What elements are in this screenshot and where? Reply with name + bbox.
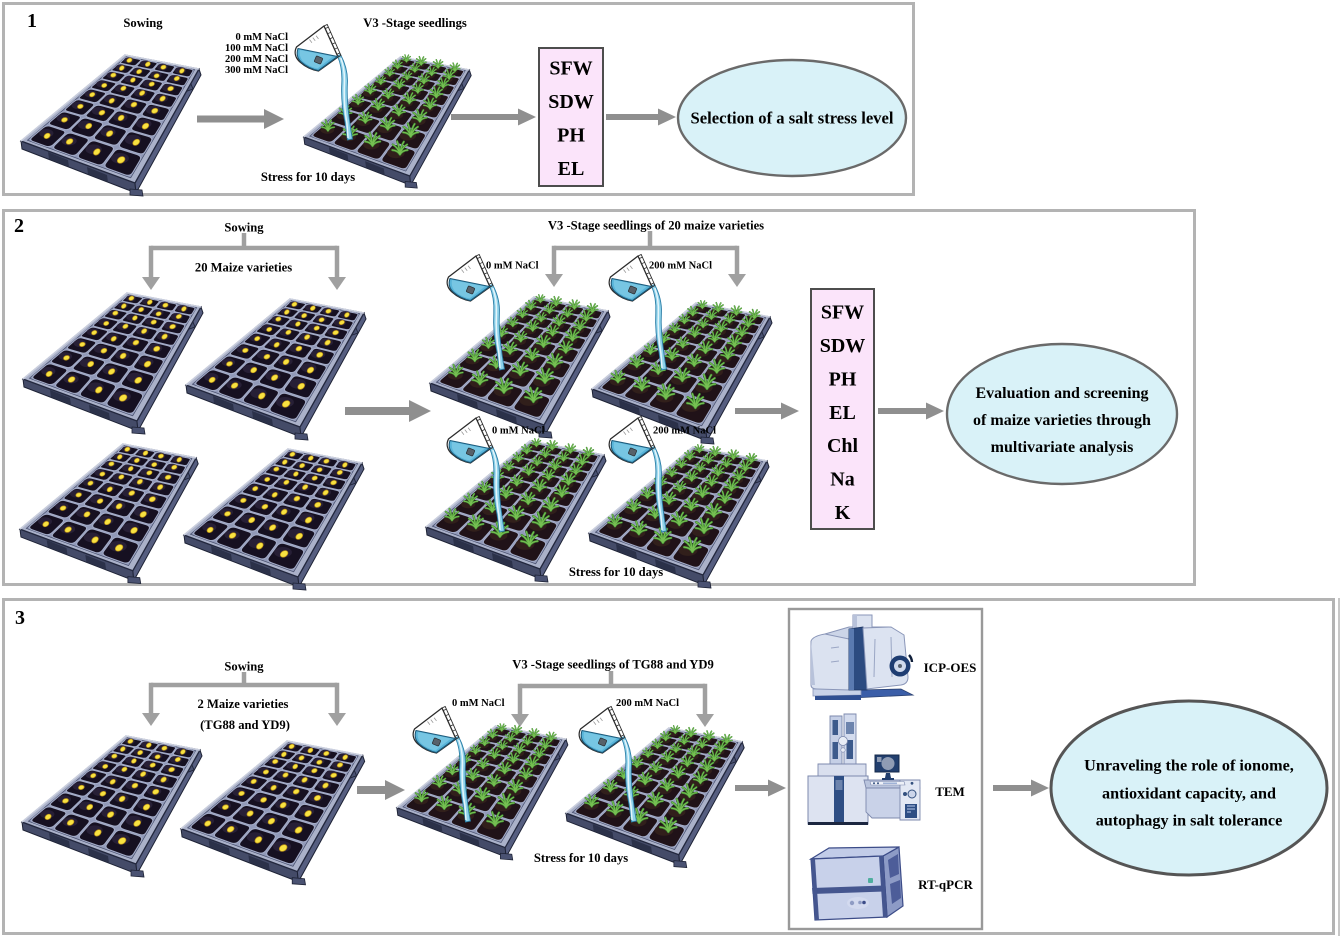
svg-text:V3 -Stage seedlings of 20 maiz: V3 -Stage seedlings of 20 maize varietie… [548, 219, 764, 233]
svg-text:antioxidant capacity, and: antioxidant capacity, and [1102, 785, 1276, 803]
svg-text:1: 1 [27, 10, 37, 32]
svg-text:V3 -Stage seedlings: V3 -Stage seedlings [363, 16, 467, 30]
svg-text:Selection of a salt stress lev: Selection of a salt stress level [691, 109, 894, 128]
svg-text:multivariate analysis: multivariate analysis [991, 439, 1134, 456]
svg-text:100 mM NaCl: 100 mM NaCl [225, 43, 288, 54]
svg-text:Unraveling the role of ionome,: Unraveling the role of ionome, [1084, 757, 1294, 775]
svg-text:0 mM NaCl: 0 mM NaCl [492, 426, 545, 437]
svg-text:3: 3 [15, 607, 25, 629]
svg-text:0 mM NaCl: 0 mM NaCl [236, 32, 289, 43]
svg-text:TEM: TEM [935, 784, 965, 799]
svg-text:200 mM NaCl: 200 mM NaCl [225, 54, 288, 65]
svg-text:Stress for 10 days: Stress for 10 days [261, 170, 355, 184]
svg-text:SDW: SDW [548, 91, 594, 113]
svg-text:Sowing: Sowing [123, 16, 163, 30]
svg-text:0 mM NaCl: 0 mM NaCl [486, 261, 539, 272]
svg-text:PH: PH [829, 368, 857, 390]
svg-text:Chl: Chl [827, 435, 859, 457]
svg-text:(TG88 and YD9): (TG88 and YD9) [200, 718, 290, 732]
svg-text:Sowing: Sowing [224, 660, 264, 674]
svg-text:Stress for 10 days: Stress for 10 days [569, 565, 663, 579]
svg-text:200 mM NaCl: 200 mM NaCl [649, 261, 712, 272]
svg-text:SFW: SFW [549, 58, 592, 80]
svg-text:EL: EL [558, 158, 585, 180]
svg-text:EL: EL [829, 402, 856, 424]
svg-text:PH: PH [557, 124, 585, 146]
svg-text:SFW: SFW [821, 302, 864, 324]
svg-text:of maize varieties through: of maize varieties through [973, 412, 1151, 429]
svg-text:K: K [835, 502, 851, 524]
svg-text:2 Maize varieties: 2 Maize varieties [198, 697, 289, 711]
svg-text:Evaluation and screening: Evaluation and screening [975, 385, 1148, 402]
svg-text:SDW: SDW [820, 335, 866, 357]
svg-text:0 mM NaCl: 0 mM NaCl [452, 698, 505, 709]
svg-text:20 Maize varieties: 20 Maize varieties [195, 261, 292, 275]
svg-text:autophagy in salt tolerance: autophagy in salt tolerance [1096, 812, 1283, 830]
svg-text:V3 -Stage seedlings of TG88 an: V3 -Stage seedlings of TG88 and YD9 [512, 658, 714, 672]
svg-text:Na: Na [830, 469, 854, 491]
svg-text:ICP-OES: ICP-OES [924, 660, 977, 675]
svg-text:300 mM NaCl: 300 mM NaCl [225, 65, 288, 76]
svg-text:200 mM NaCl: 200 mM NaCl [616, 698, 679, 709]
svg-text:RT-qPCR: RT-qPCR [918, 877, 973, 892]
svg-text:Sowing: Sowing [224, 221, 264, 235]
svg-text:2: 2 [14, 215, 24, 237]
svg-text:200 mM NaCl: 200 mM NaCl [653, 426, 716, 437]
svg-text:Stress for 10 days: Stress for 10 days [534, 851, 628, 865]
